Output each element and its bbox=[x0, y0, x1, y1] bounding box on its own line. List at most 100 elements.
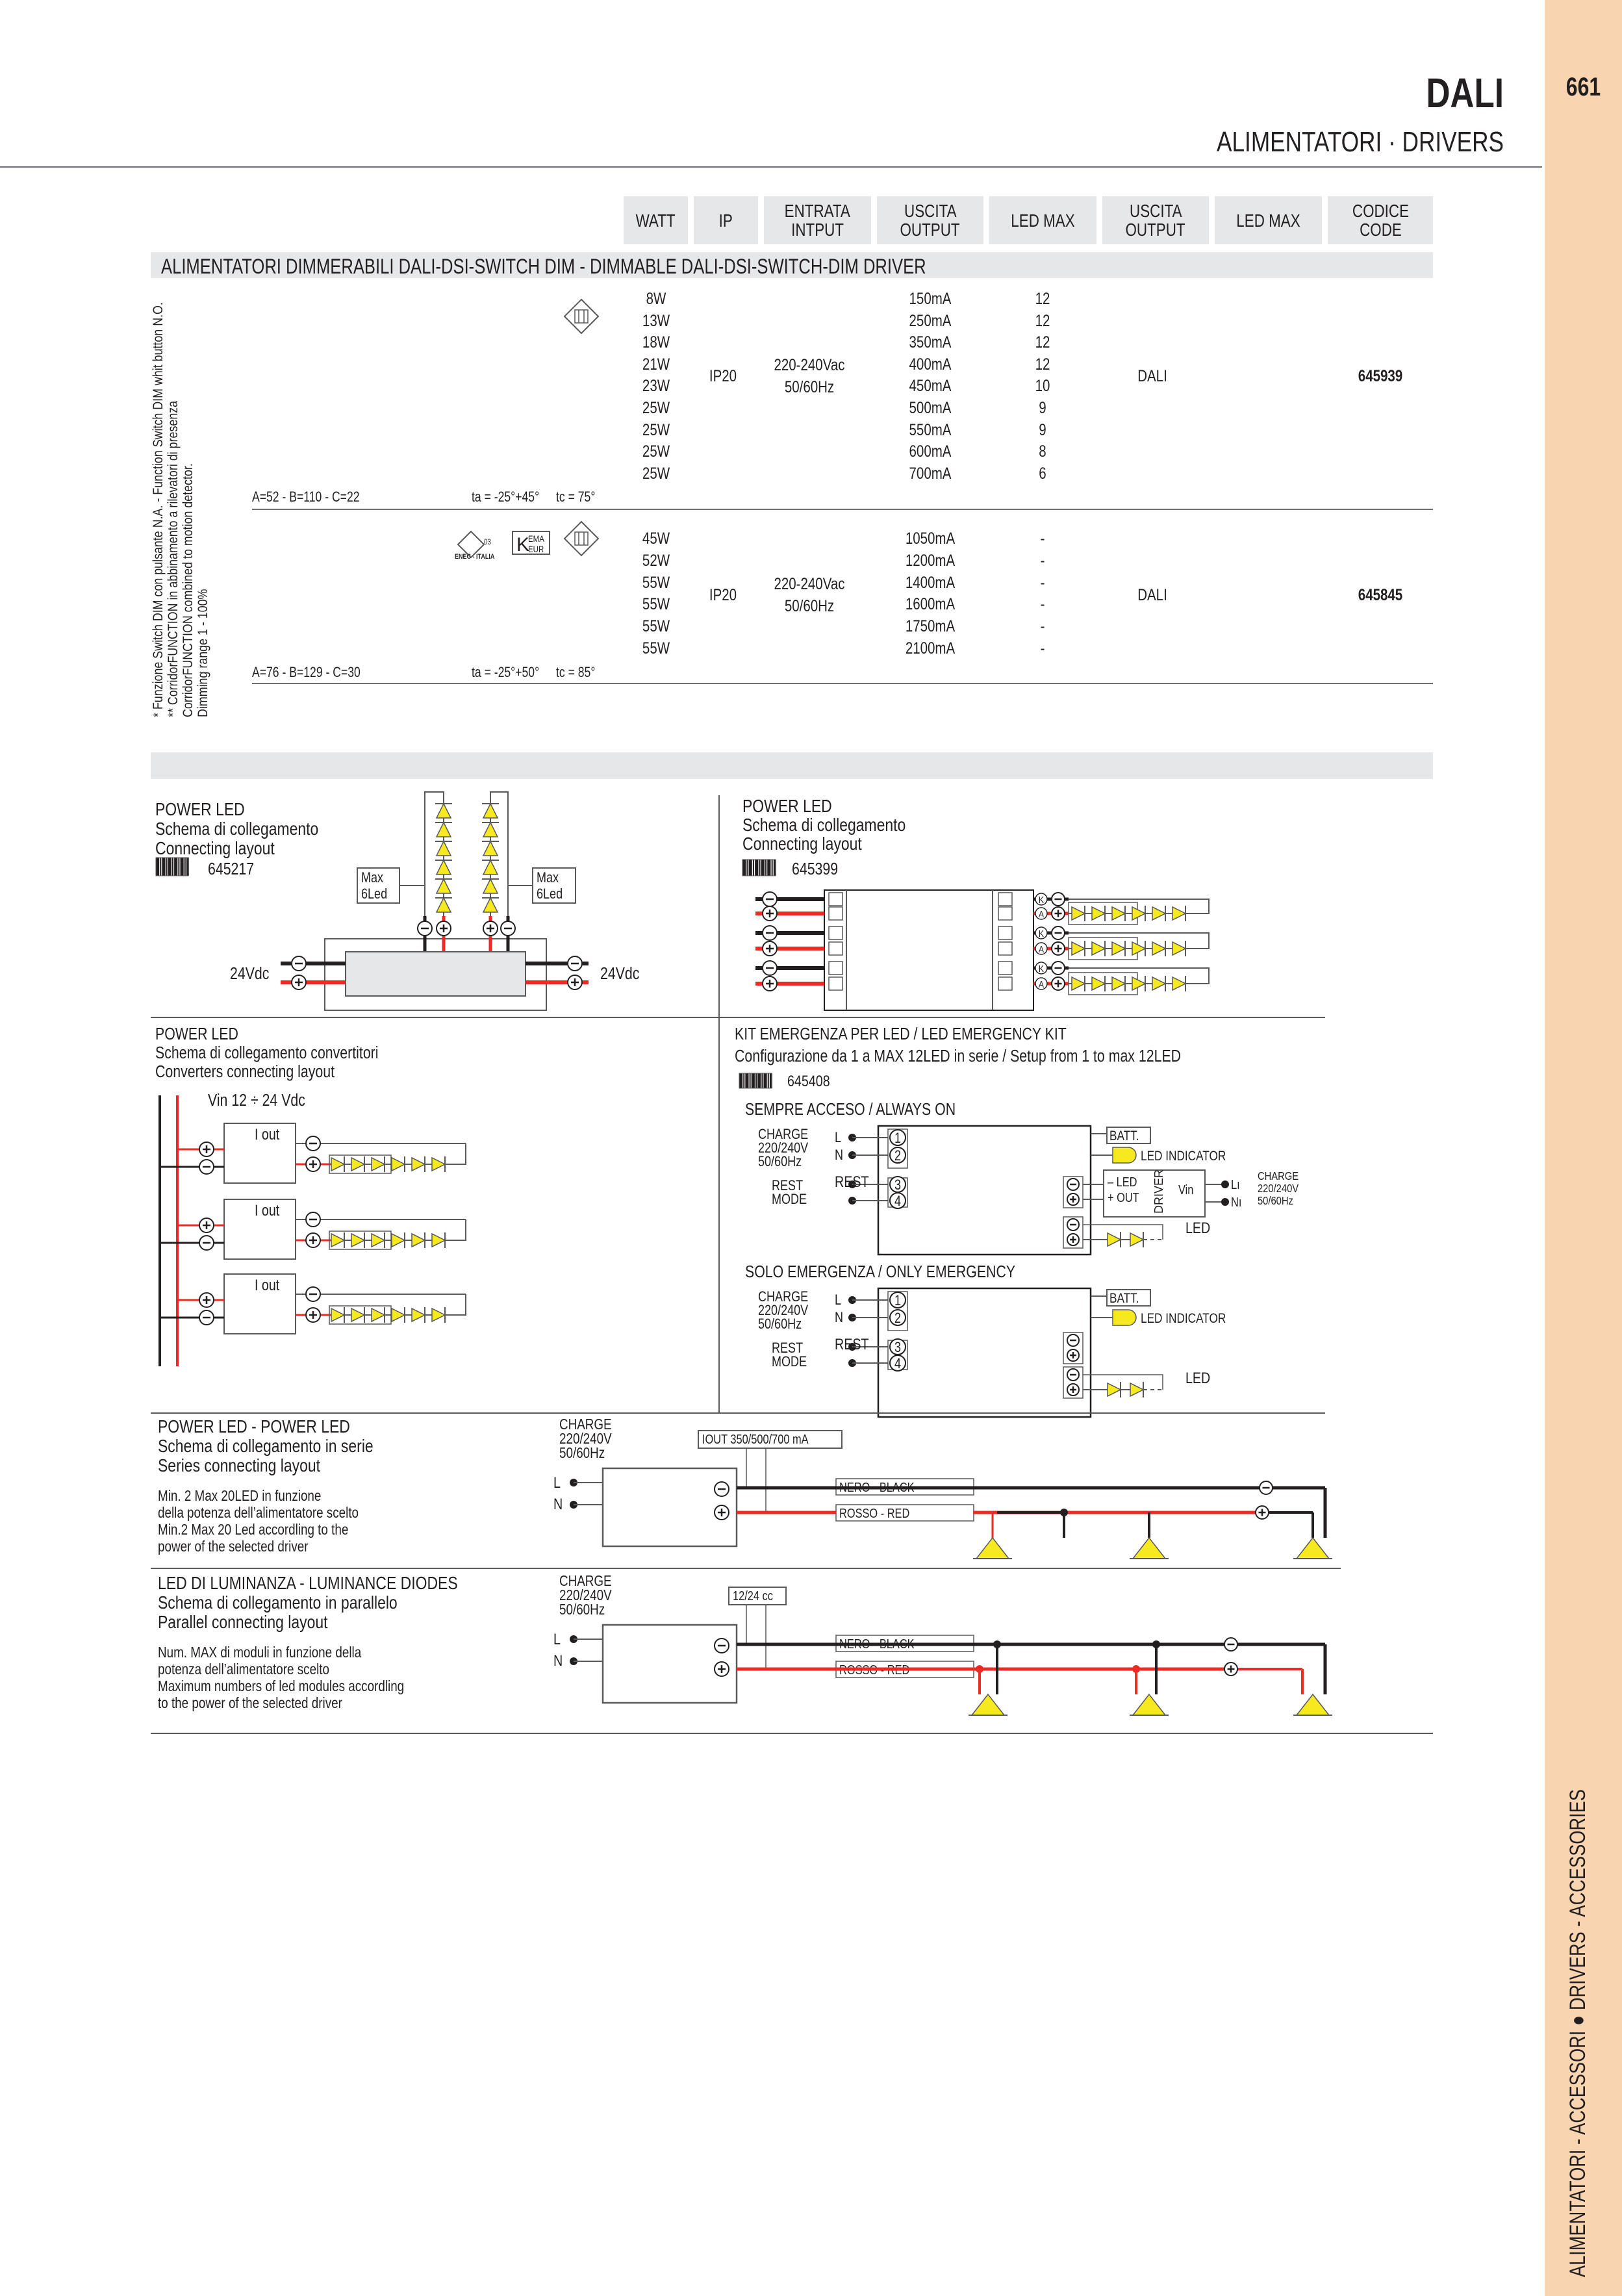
diagram-label: I out bbox=[255, 1276, 279, 1294]
terminal-number-icon bbox=[889, 1292, 906, 1308]
terminal-block bbox=[998, 961, 1013, 975]
led-max-cell: 12 bbox=[1035, 311, 1050, 330]
terminal-number-icon bbox=[889, 1129, 906, 1146]
diagram-label: MODE bbox=[772, 1192, 807, 1207]
diagram-label: Nı bbox=[1231, 1194, 1241, 1209]
barcode-bar bbox=[162, 858, 165, 876]
watt-cell: 25W bbox=[642, 420, 670, 439]
emergency-kit-box bbox=[877, 1287, 1092, 1418]
diagram-heading: POWER LED - POWER LED bbox=[158, 1417, 350, 1437]
pole-icon bbox=[1035, 977, 1048, 990]
column-header-line: LED MAX bbox=[1011, 210, 1075, 231]
pole-label: A bbox=[1039, 909, 1045, 919]
watt-cell: 55W bbox=[642, 639, 670, 657]
pole-icon bbox=[1035, 962, 1048, 975]
dimensions: A=76 - B=129 - C=30 bbox=[252, 664, 361, 680]
diagram-heading: POWER LED bbox=[155, 800, 245, 820]
class-iii-mark bbox=[574, 309, 589, 324]
wire bbox=[455, 1219, 466, 1241]
led-icon bbox=[391, 1156, 406, 1172]
terminal-number: 1 bbox=[894, 1293, 901, 1308]
barcode-bar bbox=[755, 860, 758, 876]
led-icon bbox=[1132, 976, 1147, 991]
diagram-label: Vin 12 ÷ 24 Vdc bbox=[208, 1091, 305, 1110]
output-cell: 1200mA bbox=[905, 551, 956, 570]
led-indicator-icon bbox=[1112, 1147, 1137, 1164]
led-icon bbox=[351, 1232, 366, 1248]
led-icon bbox=[482, 802, 499, 819]
led-icon bbox=[1091, 906, 1106, 921]
led-icon bbox=[1152, 941, 1167, 956]
power-supply-box bbox=[602, 1624, 738, 1704]
section-band: ALIMENTATORI DIMMERABILI DALI-DSI-SWITCH… bbox=[151, 252, 1433, 278]
pole-icon bbox=[1035, 942, 1048, 955]
power-led-icon bbox=[1132, 1693, 1167, 1716]
column-header-line: USCITA bbox=[904, 201, 957, 221]
led-icon bbox=[351, 1307, 366, 1323]
barcode-bar bbox=[751, 1073, 754, 1088]
barcode-bar bbox=[763, 860, 765, 876]
watt-cell: 52W bbox=[642, 551, 670, 570]
diagram-subheading: SOLO EMERGENZA / ONLY EMERGENCY bbox=[745, 1262, 1015, 1282]
terminal-number: 4 bbox=[894, 1193, 901, 1209]
pole-label: A bbox=[1039, 944, 1045, 954]
diagram-label: Maximum numbers of led modules accordlin… bbox=[158, 1678, 404, 1694]
diagram-label: N bbox=[835, 1147, 843, 1163]
output-cell: DALI bbox=[1137, 367, 1167, 385]
diagram-label: power of the selected driver bbox=[158, 1538, 309, 1555]
diagram-label: 50/60Hz bbox=[559, 1601, 605, 1618]
barcode-bar bbox=[746, 860, 748, 876]
diagram-heading: KIT EMERGENZA PER LED / LED EMERGENCY KI… bbox=[735, 1025, 1067, 1044]
terminal-number-icon bbox=[889, 1309, 906, 1326]
diagram-label: CHARGE bbox=[758, 1289, 808, 1305]
barcode-bar bbox=[747, 1073, 749, 1088]
diagram-label: MODE bbox=[772, 1354, 807, 1370]
terminal-block bbox=[828, 892, 843, 906]
barcode-bar bbox=[172, 858, 173, 876]
terminal-block bbox=[998, 976, 1013, 991]
diagram-heading: Converters connecting layout bbox=[155, 1062, 335, 1082]
diagram-label: 24Vdc bbox=[230, 964, 270, 984]
converter-box bbox=[223, 1199, 296, 1260]
diagram-label: I out bbox=[255, 1201, 279, 1219]
diagram-label: 50/60Hz bbox=[1258, 1195, 1293, 1208]
wire bbox=[424, 791, 444, 921]
power-supply-box bbox=[602, 1467, 738, 1548]
diagram-label: 6Led bbox=[361, 886, 387, 902]
barcode-bar bbox=[182, 858, 184, 876]
barcode-icon bbox=[742, 859, 776, 876]
led-icon bbox=[1130, 1382, 1145, 1397]
diagram-label: LED INDICATOR bbox=[1141, 1149, 1226, 1164]
terminal-number: 2 bbox=[894, 1310, 901, 1326]
barcode-bar bbox=[761, 860, 764, 876]
terminal-block bbox=[998, 892, 1013, 906]
led-icon bbox=[482, 878, 499, 894]
product-code: 645399 bbox=[792, 860, 838, 879]
diagram-label: CHARGE bbox=[1258, 1170, 1299, 1183]
pole-label: A bbox=[1039, 979, 1045, 989]
led-icon bbox=[1107, 1382, 1122, 1397]
ip-cell: IP20 bbox=[709, 586, 737, 604]
converter-box bbox=[223, 1123, 296, 1184]
watt-cell: 55W bbox=[642, 573, 670, 592]
wire bbox=[1083, 1374, 1163, 1390]
output-cell: 350mA bbox=[909, 333, 952, 352]
diagram-label: REST bbox=[772, 1340, 803, 1356]
led-icon bbox=[1132, 906, 1147, 921]
led-icon bbox=[435, 859, 452, 875]
diagram-label: EMA bbox=[528, 533, 544, 544]
diagram-label: 50/60Hz bbox=[758, 1154, 802, 1169]
diagram-label: LED bbox=[1185, 1219, 1210, 1236]
diagram-heading: Parallel connecting layout bbox=[158, 1613, 328, 1633]
output-cell: 1600mA bbox=[905, 595, 956, 614]
barcode-bar bbox=[749, 1073, 751, 1088]
led-max-cell: - bbox=[1040, 551, 1045, 570]
led-icon bbox=[431, 1307, 446, 1323]
barcode-bar bbox=[743, 1073, 745, 1088]
terminal-number-icon bbox=[889, 1355, 906, 1371]
input-cell: 220-240Vac bbox=[774, 575, 845, 593]
barcode-bar bbox=[769, 1073, 772, 1088]
barcode-bar bbox=[156, 858, 158, 876]
